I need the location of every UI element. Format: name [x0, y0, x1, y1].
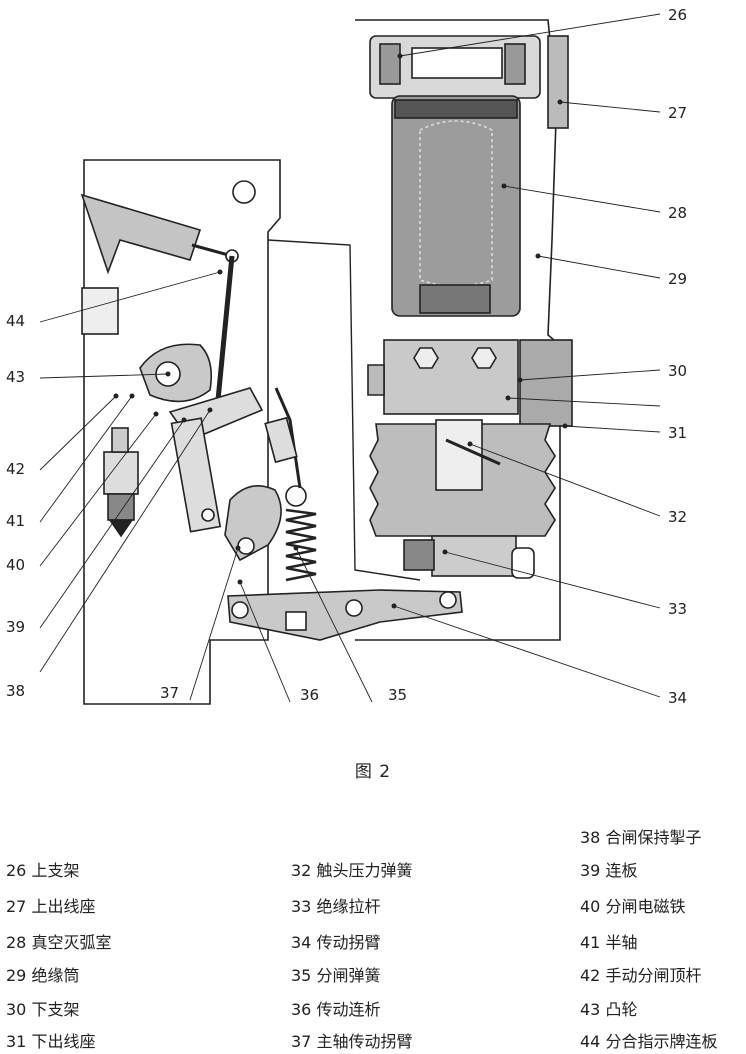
callout-43: 43 — [6, 368, 25, 386]
insulating-rod — [431, 535, 517, 577]
legend-item: 37 主轴传动拐臂 — [291, 1032, 413, 1051]
callout-29: 29 — [668, 270, 687, 288]
callout-26: 26 — [668, 6, 687, 24]
legend-item: 41 半轴 — [580, 933, 638, 952]
callout-38: 38 — [6, 682, 25, 700]
legend-item: 32 触头压力弹簧 — [291, 861, 413, 880]
lower-terminal — [519, 339, 573, 427]
callout-39: 39 — [6, 618, 25, 636]
mechanism-drawing: 26 27 28 29 30 31 32 33 34 35 36 37 38 3… — [6, 6, 687, 707]
trip-magnet — [103, 451, 139, 495]
callout-42: 42 — [6, 460, 25, 478]
upper-terminal — [547, 35, 569, 129]
callout-30: 30 — [668, 362, 687, 380]
legend-item: 33 绝缘拉杆 — [291, 897, 381, 916]
legend-item: 43 凸轮 — [580, 1000, 638, 1019]
mechanism-frame — [83, 159, 281, 705]
legend-item: 28 真空灭弧室 — [6, 933, 112, 952]
indicator-flag — [80, 193, 202, 275]
insulating-cylinder — [355, 19, 561, 641]
callout-40: 40 — [6, 556, 25, 574]
legend-item: 44 分合指示牌连板 — [580, 1032, 718, 1051]
figure-caption: 图 2 — [354, 762, 392, 782]
legend-item: 26 上支架 — [6, 861, 80, 880]
vacuum-interrupter — [391, 95, 521, 317]
legend-item: 34 传动拐臂 — [291, 933, 381, 952]
frame-hole — [232, 180, 256, 204]
transmission-arm — [227, 589, 463, 641]
legend-item: 38 合闸保持掣子 — [580, 828, 702, 847]
contact-spring — [445, 438, 501, 466]
callout-34: 34 — [668, 689, 687, 707]
callout-32: 32 — [668, 508, 687, 526]
callout-44: 44 — [6, 312, 25, 330]
legend-item: 27 上出线座 — [6, 897, 96, 916]
indicator-link — [215, 255, 235, 401]
legend-item: 35 分闸弹簧 — [291, 966, 381, 985]
callout-37: 37 — [160, 684, 179, 702]
legend-item: 29 绝缘筒 — [6, 966, 80, 985]
legend-item: 42 手动分闸顶杆 — [580, 966, 702, 985]
legend-item: 31 下出线座 — [6, 1032, 96, 1051]
callout-35: 35 — [388, 686, 407, 704]
callout-33: 33 — [668, 600, 687, 618]
callout-27: 27 — [668, 104, 687, 122]
callout-28: 28 — [668, 204, 687, 222]
legend-item: 40 分闸电磁铁 — [580, 897, 686, 916]
callout-41: 41 — [6, 512, 25, 530]
legend-item: 39 连板 — [580, 861, 638, 880]
callout-31: 31 — [668, 424, 687, 442]
callout-36: 36 — [300, 686, 319, 704]
legend-item: 36 传动连析 — [291, 1000, 381, 1019]
lower-bracket — [383, 339, 519, 415]
opening-spring — [285, 508, 317, 582]
legend-item: 30 下支架 — [6, 1000, 80, 1019]
